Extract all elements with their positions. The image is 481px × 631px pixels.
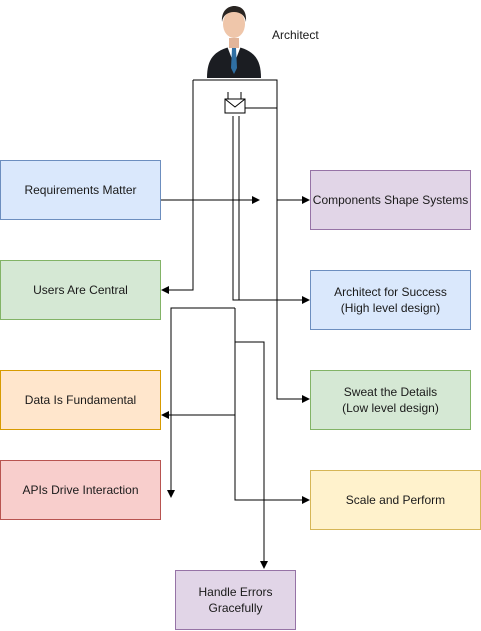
edge-to-sweat (276, 200, 310, 403)
edge-to-components (245, 107, 310, 204)
envelope-icon (224, 98, 246, 114)
node-users-are-central[interactable]: Users Are Central (0, 260, 161, 320)
node-architect-for-success[interactable]: Architect for Success (High level design… (310, 270, 471, 330)
edge-to-scale (234, 415, 310, 504)
node-sweat-the-details[interactable]: Sweat the Details (Low level design) (310, 370, 471, 430)
edge-to-users (161, 80, 194, 294)
edge-actor-frame (193, 79, 278, 110)
node-components-shape-systems[interactable]: Components Shape Systems (310, 170, 471, 230)
edge-to-apis (167, 307, 235, 498)
node-handle-errors[interactable]: Handle Errors Gracefully (175, 570, 296, 630)
node-scale-and-perform[interactable]: Scale and Perform (310, 470, 481, 530)
businessman-icon (207, 6, 261, 78)
edge-trunk-a (232, 116, 310, 304)
node-apis-drive-interaction[interactable]: APIs Drive Interaction (0, 460, 161, 520)
actor-label: Architect (272, 28, 319, 42)
node-data-is-fundamental[interactable]: Data Is Fundamental (0, 370, 161, 430)
edge-to-errors (235, 341, 268, 569)
edge-to-data (161, 308, 236, 419)
node-requirements-matter[interactable]: Requirements Matter (0, 160, 161, 220)
